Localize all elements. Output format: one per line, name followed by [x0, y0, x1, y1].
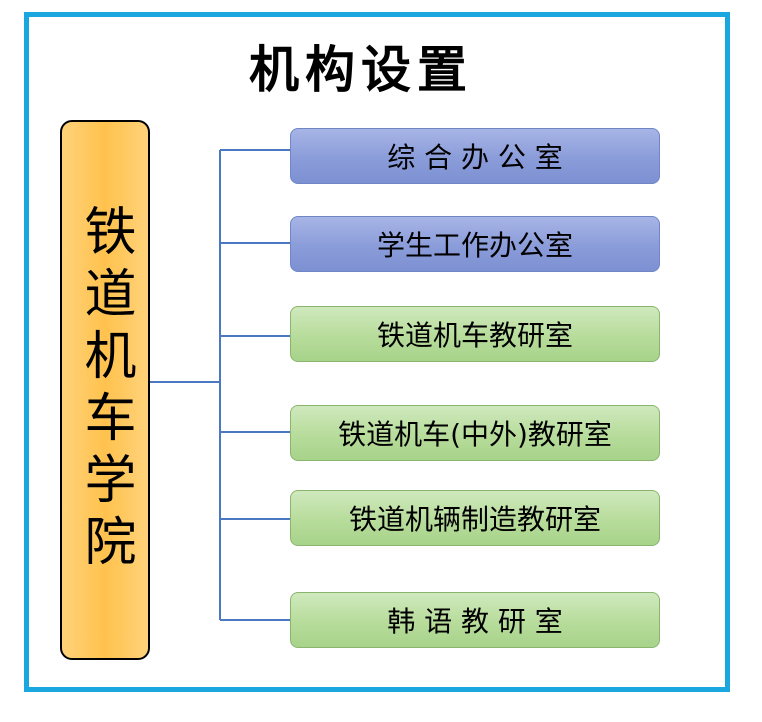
- dept-node-locomotive-teaching: 铁道机车教研室: [290, 306, 660, 362]
- dept-node-label: 综 合 办 公 室: [387, 141, 563, 174]
- root-node-label: 铁道机车学院: [75, 204, 135, 576]
- dept-node-label: 韩 语 教 研 室: [387, 605, 563, 638]
- root-node: 铁道机车学院: [60, 120, 150, 660]
- dept-node-vehicle-manufacturing-teaching: 铁道机辆制造教研室: [290, 490, 660, 546]
- page-title: 机构设置: [249, 40, 473, 99]
- dept-node-locomotive-sino-foreign-teaching: 铁道机车(中外)教研室: [290, 405, 660, 461]
- dept-node-label: 铁道机辆制造教研室: [348, 503, 601, 536]
- dept-node-general-office: 综 合 办 公 室: [290, 128, 660, 184]
- dept-node-korean-teaching: 韩 语 教 研 室: [290, 592, 660, 648]
- dept-node-label: 铁道机车(中外)教研室: [338, 418, 612, 451]
- dept-node-label: 铁道机车教研室: [376, 319, 573, 352]
- dept-node-label: 学生工作办公室: [376, 229, 573, 262]
- dept-node-student-affairs-office: 学生工作办公室: [290, 216, 660, 272]
